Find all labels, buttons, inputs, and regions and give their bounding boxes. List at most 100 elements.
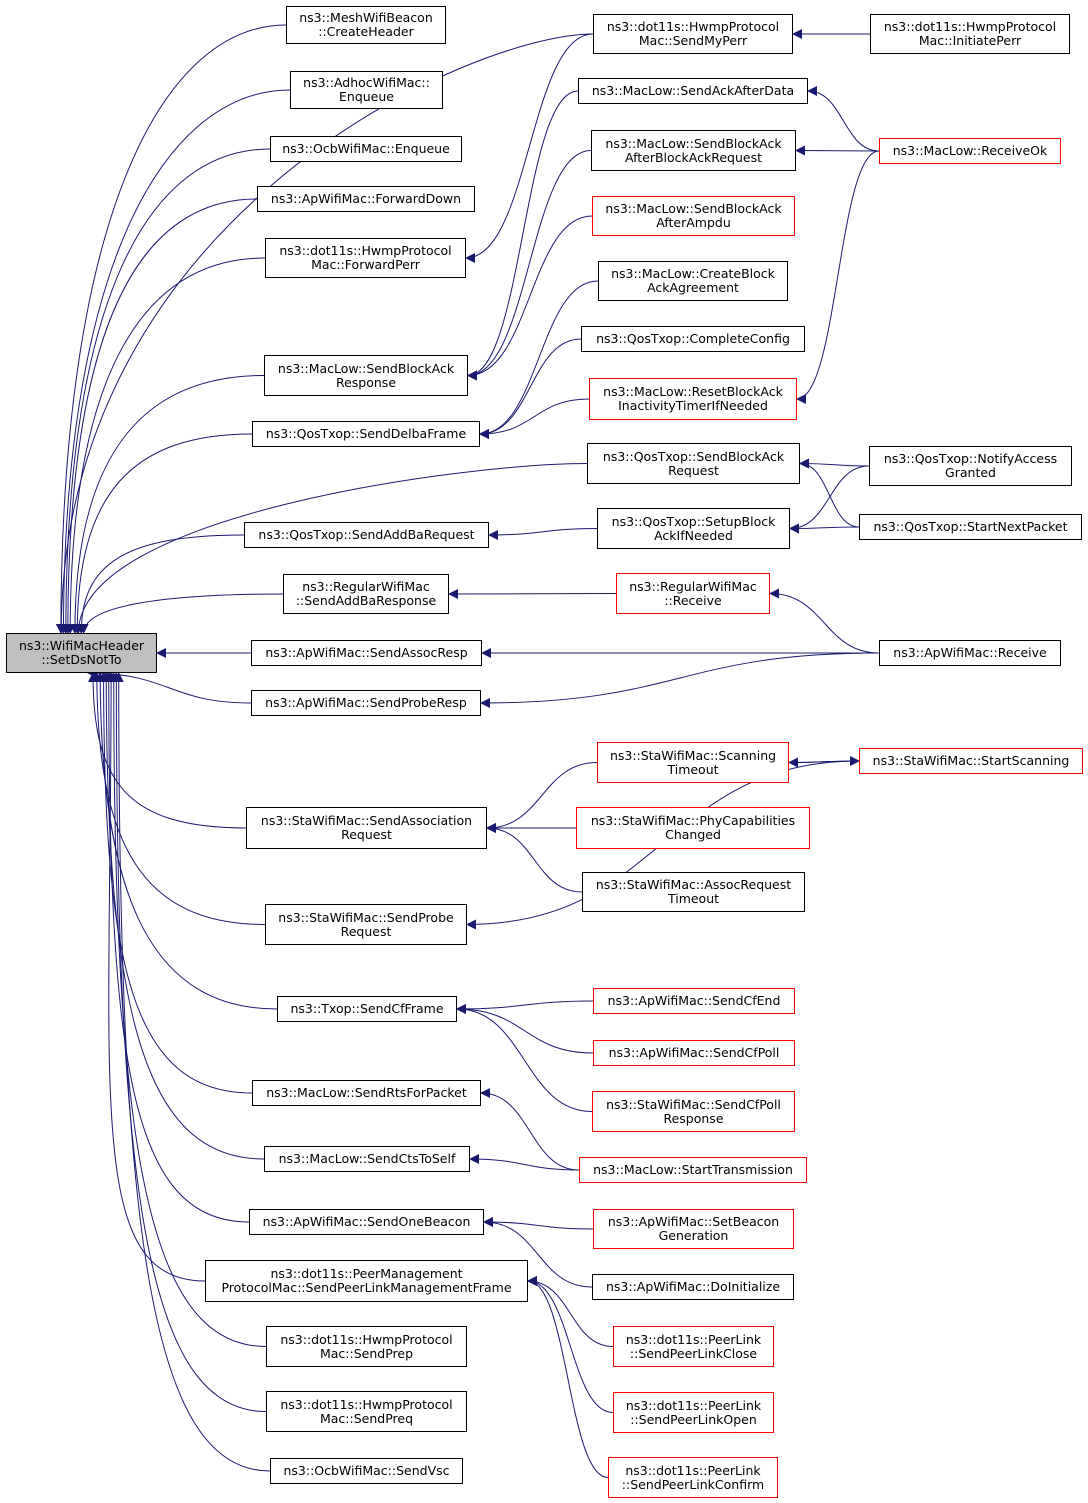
call-edge-ap_forwarddown-to-setdsnotto — [62, 198, 258, 634]
node-ap_sendassocresp[interactable]: ns3::ApWifiMac::SendAssocResp — [251, 640, 482, 666]
node-label-line: Mac::SendPreq — [319, 1410, 414, 1426]
node-label-line: ns3::StaWifiMac::AssocRequest — [595, 877, 792, 892]
node-label-line: ns3::WifiMacHeader — [18, 638, 145, 653]
node-label-line: ns3::StaWifiMac::SendCfPoll — [606, 1096, 781, 1112]
node-label-line: ns3::dot11s::PeerLink — [625, 1397, 762, 1413]
call-edge-qostxop_senddelbaframe-to-setdsnotto — [72, 433, 253, 634]
node-label-line: ns3::dot11s::HwmpProtocol — [280, 1331, 453, 1347]
node-label-line: ns3::ApWifiMac::SendProbeResp — [265, 695, 467, 710]
call-edge-qostxop_completeconfig-to-qostxop_senddelbaframe — [479, 338, 582, 439]
node-ap_sendcfpoll[interactable]: ns3::ApWifiMac::SendCfPoll — [593, 1040, 795, 1066]
node-label-line: InactivityTimerIfNeeded — [618, 398, 768, 413]
call-edge-ap_receive-to-regular_receive — [769, 588, 880, 654]
node-maclow_sendrtsforpacket[interactable]: ns3::MacLow::SendRtsForPacket — [252, 1080, 481, 1106]
call-edge-peerlink_sendpeerlinkconfirm-to-pmp_sendpeerlinkmgmt — [527, 1276, 609, 1478]
node-ap_sendonebeacon[interactable]: ns3::ApWifiMac::SendOneBeacon — [249, 1209, 484, 1235]
node-label-line: ::CreateHeader — [318, 24, 414, 39]
node-label-line: ::SendPeerLinkOpen — [630, 1411, 757, 1427]
node-txop_sendcfframe[interactable]: ns3::Txop::SendCfFrame — [277, 996, 457, 1022]
node-label-line: ns3::dot11s::HwmpProtocol — [606, 19, 780, 34]
node-label-line: ProtocolMac::SendPeerLinkManagementFrame — [221, 1280, 512, 1295]
call-edge-hwmp_sendprep-to-setdsnotto — [108, 672, 267, 1347]
node-label-line: ns3::dot11s::PeerLink — [625, 1462, 761, 1478]
node-label-line: ::SendAddBaResponse — [295, 593, 437, 608]
node-ocb_enqueue[interactable]: ns3::OcbWifiMac::Enqueue — [270, 136, 462, 162]
node-label-line: Mac::SendMyPerr — [638, 33, 748, 48]
node-ap_receive[interactable]: ns3::ApWifiMac::Receive — [879, 640, 1061, 666]
call-edge-ap_sendcfpoll-to-txop_sendcfframe — [456, 1004, 594, 1054]
call-edge-regular_sendaddbaresponse-to-setdsnotto — [78, 593, 284, 634]
call-edge-qostxop_sendaddbarequest-to-setdsnotto — [76, 534, 245, 634]
call-edge-qostxop_notifyaccessgranted-to-qostxop_setupblockackifneeded — [789, 465, 870, 534]
call-edge-hwmp_sendpreq-to-setdsnotto — [111, 672, 267, 1412]
node-qostxop_sendaddbarequest[interactable]: ns3::QosTxop::SendAddBaRequest — [244, 522, 489, 548]
call-edge-ap_receive-to-ap_sendproberesp — [480, 652, 880, 708]
node-label-line: Generation — [658, 1228, 729, 1243]
node-ap_sendcfend[interactable]: ns3::ApWifiMac::SendCfEnd — [593, 988, 795, 1014]
node-label-line: Granted — [945, 465, 996, 480]
node-regular_receive[interactable]: ns3::RegularWifiMac::Receive — [616, 573, 770, 614]
node-meshbeacon_createheader[interactable]: ns3::MeshWifiBeacon::CreateHeader — [286, 6, 446, 44]
node-label-line: ns3::MacLow::CreateBlock — [611, 266, 775, 281]
node-maclow_sendackafterdata[interactable]: ns3::MacLow::SendAckAfterData — [578, 78, 808, 104]
node-ap_doinitialize[interactable]: ns3::ApWifiMac::DoInitialize — [592, 1274, 794, 1300]
node-regular_sendaddbaresponse[interactable]: ns3::RegularWifiMac::SendAddBaResponse — [283, 574, 449, 614]
node-label-line: ns3::QosTxop::StartNextPacket — [873, 519, 1068, 534]
call-edge-maclow_sendctstoself-to-setdsnotto — [101, 672, 265, 1160]
call-edge-maclow_sendblockackresponse-to-setdsnotto — [69, 375, 265, 634]
call-edge-maclow_receiveok-to-maclow_sendackafterdata — [807, 86, 880, 152]
call-edge-maclow_sendblockackafterampdu-to-maclow_sendblockackresponse — [467, 215, 593, 381]
node-label-line: ns3::MacLow::SendAckAfterData — [591, 83, 795, 98]
node-ocb_sendvsc[interactable]: ns3::OcbWifiMac::SendVsc — [270, 1458, 463, 1484]
node-maclow_sendctstoself[interactable]: ns3::MacLow::SendCtsToSelf — [264, 1146, 470, 1172]
node-label-line: ns3::StaWifiMac::SendAssociation — [260, 813, 473, 828]
call-edge-maclow_sendblockackafterblockackrequest-to-maclow_sendblockackresponse — [467, 150, 592, 381]
call-edge-qostxop_notifyaccessgranted-to-qostxop_sendblockackrequest — [799, 458, 870, 469]
node-label-line: Mac::ForwardPerr — [311, 257, 420, 272]
node-label-line: ns3::MacLow::SendRtsForPacket — [266, 1085, 467, 1100]
node-peerlink_sendpeerlinkopen[interactable]: ns3::dot11s::PeerLink::SendPeerLinkOpen — [613, 1392, 774, 1433]
node-label-line: AckAgreement — [647, 280, 739, 295]
node-ap_forwarddown[interactable]: ns3::ApWifiMac::ForwardDown — [257, 186, 475, 212]
call-edge-ap_sendcfend-to-txop_sendcfframe — [456, 1000, 594, 1014]
node-qostxop_completeconfig[interactable]: ns3::QosTxop::CompleteConfig — [581, 326, 805, 352]
node-label-line: ns3::ApWifiMac::SendOneBeacon — [262, 1214, 471, 1229]
node-qostxop_startnextpacket[interactable]: ns3::QosTxop::StartNextPacket — [859, 514, 1082, 540]
node-label-line: ns3::QosTxop::SetupBlock — [611, 513, 776, 529]
node-peerlink_sendpeerlinkclose[interactable]: ns3::dot11s::PeerLink::SendPeerLinkClose — [613, 1326, 774, 1367]
node-adhoc_enqueue[interactable]: ns3::AdhocWifiMac::Enqueue — [290, 71, 443, 109]
call-edge-sta_sendproberequest-to-setdsnotto — [91, 672, 266, 925]
node-label-line: ns3::QosTxop::SendBlockAck — [602, 448, 785, 464]
node-maclow_starttransmission[interactable]: ns3::MacLow::StartTransmission — [579, 1157, 807, 1183]
call-edge-pmp_sendpeerlinkmgmt-to-setdsnotto — [106, 672, 206, 1282]
node-ap_sendproberesp[interactable]: ns3::ApWifiMac::SendProbeResp — [251, 690, 481, 716]
node-label-line: ns3::QosTxop::NotifyAccess — [883, 451, 1058, 466]
node-qostxop_senddelbaframe[interactable]: ns3::QosTxop::SendDelbaFrame — [252, 421, 480, 447]
node-peerlink_sendpeerlinkconfirm[interactable]: ns3::dot11s::PeerLink::SendPeerLinkConfi… — [608, 1457, 778, 1498]
node-maclow_receiveok[interactable]: ns3::MacLow::ReceiveOk — [879, 138, 1061, 164]
node-label-line: ::SetDsNotTo — [41, 652, 122, 667]
node-sta_startscanning[interactable]: ns3::StaWifiMac::StartScanning — [859, 748, 1083, 774]
call-edge-maclow_starttransmission-to-maclow_sendrtsforpacket — [480, 1088, 580, 1171]
